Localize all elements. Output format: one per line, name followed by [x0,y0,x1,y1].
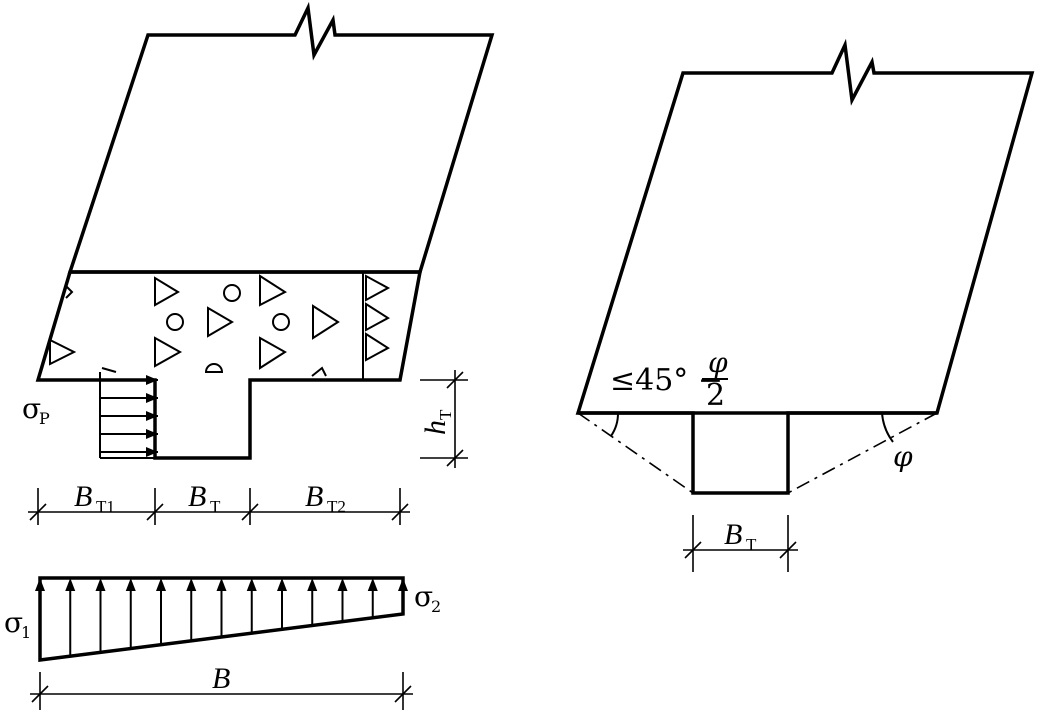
arrowhead [277,578,287,591]
passive-pressure-arrows [100,375,158,457]
b-t1-label: B [74,480,92,513]
b-t-subscript: T [210,497,221,516]
aggregate-triangle [49,338,77,366]
dim-tick [31,685,49,703]
aggregate-triangle [65,285,74,299]
right-figure: ≤45° − φ 2 φ B T [575,38,1035,572]
arrowhead [125,578,136,591]
dim-tick [391,503,409,521]
b-t-label: B [188,480,206,513]
phi-label: φ [893,440,913,473]
base-pressure-diagram: σ 1 σ 2 [4,576,441,662]
aggregate-circle [272,313,290,331]
aggregate-triangle [259,274,287,307]
sigma-2-label: σ [414,580,433,613]
aggregate-triangle [312,304,340,340]
dim-tick [779,541,797,559]
arrowhead [156,578,166,591]
phi-numerator: φ [708,346,728,379]
arrowhead [398,578,408,591]
dim-tick [684,541,702,559]
sigma-p-label: σ [22,392,41,425]
arrowhead [65,578,76,591]
arrowhead [186,578,197,591]
arrowhead [246,578,257,591]
h-t-subscript: T [436,409,455,420]
aggregate-circle [223,284,241,302]
aggregate-triangle [154,276,180,307]
aggregate-circle [166,313,184,331]
right-base-with-key [578,411,937,495]
aggregate-triangle [101,367,117,373]
arrowhead [146,447,158,457]
phi-denominator: 2 [706,378,725,413]
right-wall-outline [575,38,1035,415]
arrowhead [95,578,106,591]
right-angle-arc [881,412,894,443]
left-angle-arc [610,412,620,437]
dim-tick [394,685,412,703]
sigma-1-label: σ [4,606,23,639]
h-t-label: h [419,420,452,435]
b-dimension: B [30,662,413,710]
concrete-hatch [49,272,391,380]
b-t2-label: B [305,480,323,513]
right-b-t-dimension: B T [683,515,798,572]
left-base-slab [35,270,423,460]
right-b-t-label: B [724,518,742,551]
arrowhead [216,578,227,591]
dim-tick [241,503,259,521]
right-failure-line [787,412,938,494]
arrowhead [307,578,318,591]
aggregate-triangle [311,366,327,377]
left-wall-outline [67,1,495,274]
dim-tick [446,449,464,467]
left-figure: σ P h T B T1 B T B T2 [4,1,495,710]
arrowhead [146,411,158,421]
arrowhead [146,393,158,403]
aggregate-half-circle [204,363,224,373]
left-failure-line [577,412,694,494]
arrowhead [367,578,378,591]
base-width-dimension-chain: B T1 B T B T2 [28,480,410,525]
h-t-dimension: h T [419,370,468,468]
aggregate-triangle [259,336,287,370]
b-label: B [212,662,230,695]
dim-tick [29,503,47,521]
arrowhead [146,429,158,439]
aggregate-triangle [154,336,183,368]
arrowhead [337,578,348,591]
dim-tick [446,371,464,389]
sigma-2-subscript: 2 [431,597,441,616]
aggregate-triangle [365,274,391,302]
aggregate-triangle [365,332,390,362]
b-t2-subscript: T2 [327,497,346,516]
dim-tick [146,503,164,521]
aggregate-triangle [365,302,390,332]
sigma-p-subscript: P [39,409,50,428]
arrowhead [146,375,158,385]
arrowhead [35,578,45,591]
aggregate-triangle [207,306,234,338]
angle-limit-label: ≤45° − [610,363,723,398]
right-b-t-subscript: T [746,535,757,554]
base-pressure-arrows [35,578,408,660]
sigma-1-subscript: 1 [21,623,31,642]
b-t1-subscript: T1 [96,497,115,516]
